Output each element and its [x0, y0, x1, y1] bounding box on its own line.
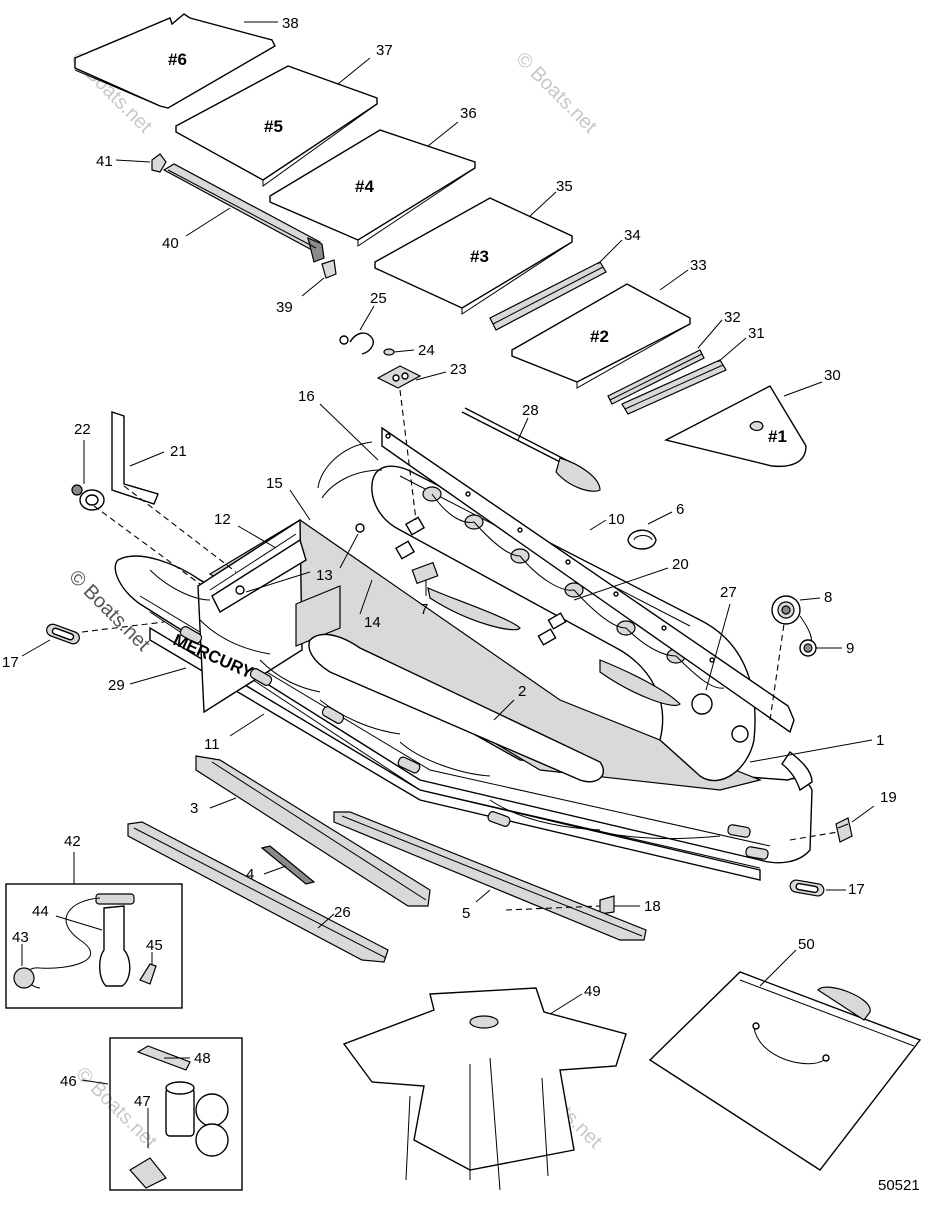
callout-45: 45: [146, 937, 163, 954]
strake-5: [333, 811, 647, 941]
callout-12: 12: [214, 511, 231, 528]
floor-board-5: #5: [175, 65, 378, 187]
callout-18: 18: [644, 898, 661, 915]
callout-2: 2: [518, 683, 526, 700]
callout-26: 26: [334, 904, 351, 921]
callout-50: 50: [798, 936, 815, 953]
callout-30: 30: [824, 367, 841, 384]
callout-11: 11: [204, 736, 220, 753]
callout-9: 9: [846, 640, 854, 657]
callout-13: 13: [316, 567, 333, 584]
callout-6: 6: [676, 501, 684, 518]
floor-board-label: #5: [264, 117, 283, 136]
floor-board-label: #4: [355, 177, 374, 196]
cap-9: [799, 639, 817, 657]
stringer-31: [621, 359, 727, 415]
callout-44: 44: [32, 903, 49, 920]
pump-kit-42: [5, 883, 183, 1009]
callout-17: 17: [2, 654, 19, 671]
plug-24: [383, 348, 395, 356]
callout-10: 10: [608, 511, 625, 528]
tow-rope-21: [111, 411, 159, 505]
floor-board-label: #6: [168, 50, 187, 69]
floor-board-3: #3: [374, 197, 573, 315]
patch-6: [627, 529, 657, 550]
strip-4: [260, 845, 316, 885]
callout-43: 43: [12, 929, 29, 946]
strake-3: [195, 755, 431, 907]
callout-37: 37: [376, 42, 393, 59]
oar-28: [461, 407, 601, 492]
callout-4: 4: [246, 866, 254, 883]
floor-board-label: #3: [470, 247, 489, 266]
floor-board-1: #1: [664, 385, 807, 468]
callout-47: 47: [134, 1093, 151, 1110]
callout-5: 5: [462, 905, 470, 922]
stringer-34: [489, 261, 607, 331]
callout-7: 7: [420, 601, 428, 618]
callout-1: 1: [876, 732, 884, 749]
callout-8: 8: [824, 589, 832, 606]
callout-46: 46: [60, 1073, 77, 1090]
floor-board-label: #2: [590, 327, 609, 346]
end-cap-39: [321, 259, 337, 279]
callout-41: 41: [96, 153, 113, 170]
cover-49: [342, 987, 627, 1191]
transom-rail-40: [162, 163, 325, 263]
bag-50: [648, 971, 922, 1171]
stringer-32: [607, 349, 705, 405]
callout-32: 32: [724, 309, 741, 326]
callout-14: 14: [364, 614, 381, 631]
valve-cap-25: [339, 332, 374, 355]
floor-board-4: #4: [269, 129, 476, 247]
callout-labels: 1 2 3 4 5 6 7 8 9 10 11 12: [2, 15, 897, 1148]
callout-3: 3: [190, 800, 198, 817]
figure-number: 50521: [878, 1177, 920, 1194]
callout-33: 33: [690, 257, 707, 274]
floor-board-6: #6: [74, 13, 276, 109]
d-ring-17: [46, 623, 80, 645]
callout-42: 42: [64, 833, 81, 850]
dashed-leaders: [81, 389, 839, 911]
bracket-23: [376, 365, 422, 389]
callout-48: 48: [194, 1050, 211, 1067]
callout-34: 34: [624, 227, 641, 244]
bracket-19: [835, 817, 853, 843]
inflatable-boat: MERCURY: [114, 426, 813, 881]
strake-26: [127, 821, 389, 963]
callout-24: 24: [418, 342, 435, 359]
watermark-text: © Boats.net: [511, 48, 601, 138]
d-ring-18: [599, 895, 615, 915]
callout-15: 15: [266, 475, 283, 492]
callout-29: 29: [108, 677, 125, 694]
callout-36: 36: [460, 105, 477, 122]
callout-16: 16: [298, 388, 315, 405]
floor-board-label: #1: [768, 427, 787, 446]
valve-8: [771, 595, 813, 647]
valve-22: [71, 484, 105, 511]
callout-31: 31: [748, 325, 765, 342]
callout-19: 19: [880, 789, 897, 806]
callout-25: 25: [370, 290, 387, 307]
callout-40: 40: [162, 235, 179, 252]
callout-39: 39: [276, 299, 293, 316]
callout-28: 28: [522, 402, 539, 419]
callout-35: 35: [556, 178, 573, 195]
callout-27: 27: [720, 584, 737, 601]
callout-21: 21: [170, 443, 187, 460]
repair-kit-46: [109, 1037, 243, 1191]
callout-23: 23: [450, 361, 467, 378]
callout-17-right: 17: [848, 881, 865, 898]
callout-49: 49: [584, 983, 601, 1000]
callout-38: 38: [282, 15, 299, 32]
callout-22: 22: [74, 421, 91, 438]
d-ring-17b: [789, 879, 825, 897]
clip-41: [151, 153, 167, 173]
callout-20: 20: [672, 556, 689, 573]
floor-board-2: #2: [511, 283, 691, 389]
